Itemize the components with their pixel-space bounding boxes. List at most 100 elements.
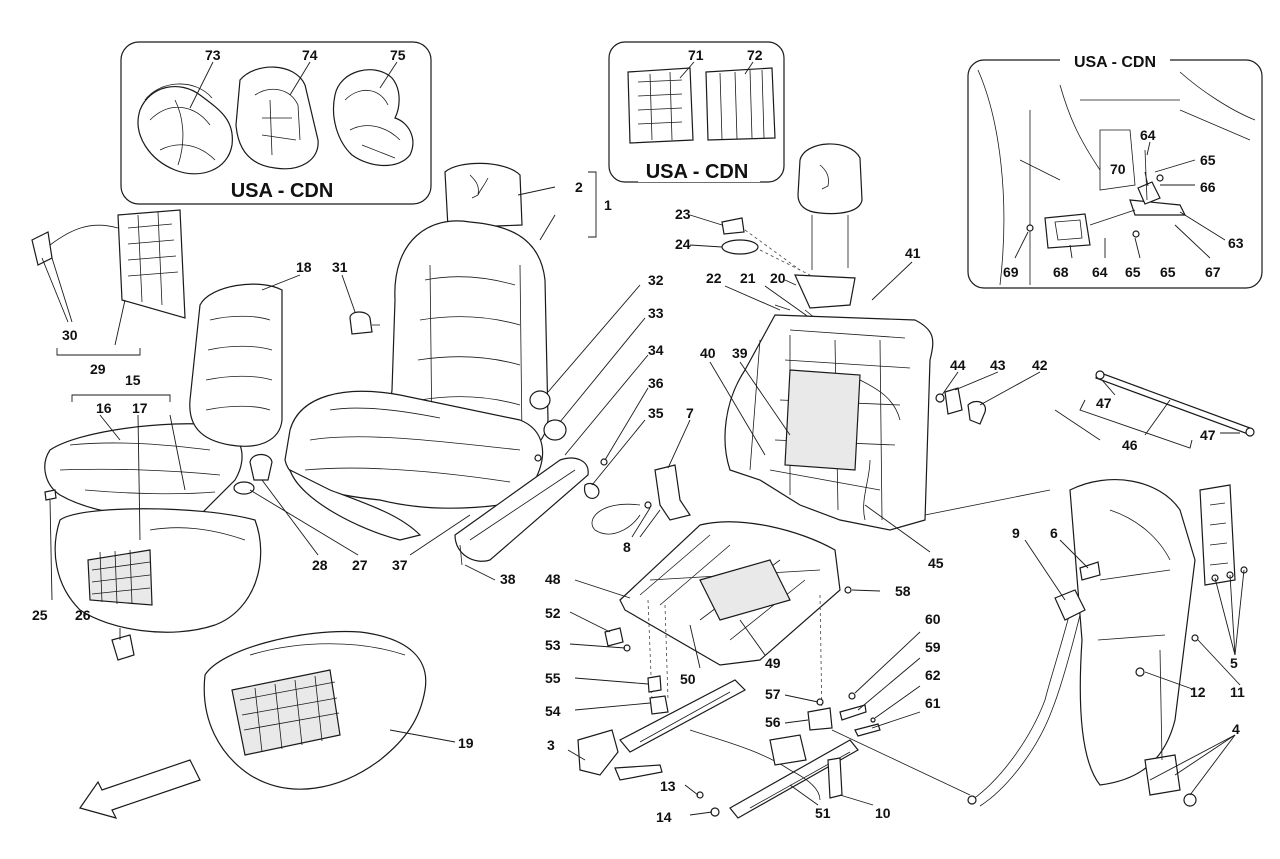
callout-68: 68 [1053,264,1069,280]
inset-child-seats-title: USA - CDN [231,180,334,202]
callout-35: 35 [648,405,664,421]
callout-71: 71 [688,47,704,63]
callout-8: 8 [623,539,631,555]
callout-4: 4 [1232,721,1240,737]
callout-56: 56 [765,714,781,730]
callout-51: 51 [815,805,831,821]
knob-28: 28 27 [233,453,368,573]
callout-45: 45 [928,555,944,571]
callout-64-bottom: 64 [1092,264,1108,280]
callout-25: 25 [32,607,48,623]
callout-37: 37 [392,557,408,573]
callout-24: 24 [675,236,691,252]
callout-12: 12 [1190,684,1206,700]
callout-72: 72 [747,47,763,63]
callout-5: 5 [1230,655,1238,671]
callout-22: 22 [706,270,722,286]
callout-69: 69 [1003,264,1019,280]
callout-31: 31 [332,259,348,275]
callout-9: 9 [1012,525,1020,541]
inset-harness-title: USA - CDN [1074,54,1156,71]
callout-49: 49 [765,655,781,671]
callout-47-right: 47 [1200,427,1216,443]
seat-belt-buckle-7: 7 8 [591,405,694,555]
callout-41: 41 [905,245,921,261]
callout-42: 42 [1032,357,1048,373]
callout-62: 62 [925,667,941,683]
callout-18: 18 [296,259,312,275]
callout-14: 14 [656,809,672,825]
callout-53: 53 [545,637,561,653]
complete-seat-1: 2 1 [284,162,612,541]
callout-64-top: 64 [1140,127,1156,143]
seat-pan-frame-49: 48 49 50 58 [545,521,911,721]
child-seat-73-drawing [137,83,233,175]
seat-frame-19: 19 [203,630,474,790]
hardware-56-62: 57 56 60 59 62 61 [765,611,971,796]
callout-61: 61 [925,695,941,711]
seat-pad-72 [705,67,776,141]
callout-38: 38 [500,571,516,587]
callout-48: 48 [545,571,561,587]
callout-47-left: 47 [1096,395,1112,411]
seat-cushion-assembly: 15 16 17 25 26 [32,372,262,661]
callout-65-right: 65 [1160,264,1176,280]
callout-57: 57 [765,686,781,702]
backrest-cushion-18: 18 [189,259,312,447]
backrest-frame-41: 41 40 39 44 43 42 45 [700,245,1101,571]
callout-27: 27 [352,557,368,573]
callout-23: 23 [675,206,691,222]
callout-58: 58 [895,583,911,599]
callout-1: 1 [604,197,612,213]
callout-36: 36 [648,375,664,391]
callout-11: 11 [1230,684,1245,700]
anchor-plate-68 [1044,213,1091,249]
callout-29: 29 [90,361,106,377]
callout-74: 74 [302,47,318,63]
callout-39: 39 [732,345,748,361]
callout-32: 32 [648,272,664,288]
callout-67: 67 [1205,264,1221,280]
seat-rail-assembly-51: 3 13 14 51 10 [547,679,891,825]
callout-7: 7 [686,405,694,421]
callout-55: 55 [545,670,561,686]
callout-40: 40 [700,345,716,361]
callout-6: 6 [1050,525,1058,541]
lumbar-knob-31: 31 [332,259,380,335]
callout-44: 44 [950,357,966,373]
child-seat-75-drawing [332,69,414,167]
inset-child-seats: USA - CDN 73 74 75 [120,41,432,205]
callout-75: 75 [390,47,406,63]
callout-34: 34 [648,342,664,358]
callout-30: 30 [62,327,78,343]
callout-2: 2 [575,179,583,195]
callout-16: 16 [96,400,112,416]
callout-65-mid: 65 [1125,264,1141,280]
callout-33: 33 [648,305,664,321]
callout-3: 3 [547,737,555,753]
seat-belt-assembly: 9 6 5 11 12 4 [967,479,1248,807]
callout-70: 70 [1110,161,1126,177]
callout-20: 20 [770,270,786,286]
callout-50: 50 [680,671,696,687]
callout-21: 21 [740,270,756,286]
callout-59: 59 [925,639,941,655]
callout-43: 43 [990,357,1006,373]
callout-65-top: 65 [1200,152,1216,168]
callout-73: 73 [205,47,221,63]
child-seat-74-drawing [235,66,319,170]
callout-46: 46 [1122,437,1138,453]
inset-mats-title: USA - CDN [646,161,749,183]
callout-52: 52 [545,605,561,621]
heating-mat-assembly: 30 29 [31,209,186,377]
hardware-52-55: 52 53 55 54 [545,605,669,719]
callout-10: 10 [875,805,891,821]
seat-heating-mat-71 [627,67,694,144]
callout-63: 63 [1228,235,1244,251]
inset-mats: USA - CDN 71 72 [608,41,785,183]
callout-13: 13 [660,778,676,794]
callout-66: 66 [1200,179,1216,195]
callout-26: 26 [75,607,91,623]
front-direction-arrow [79,759,201,819]
